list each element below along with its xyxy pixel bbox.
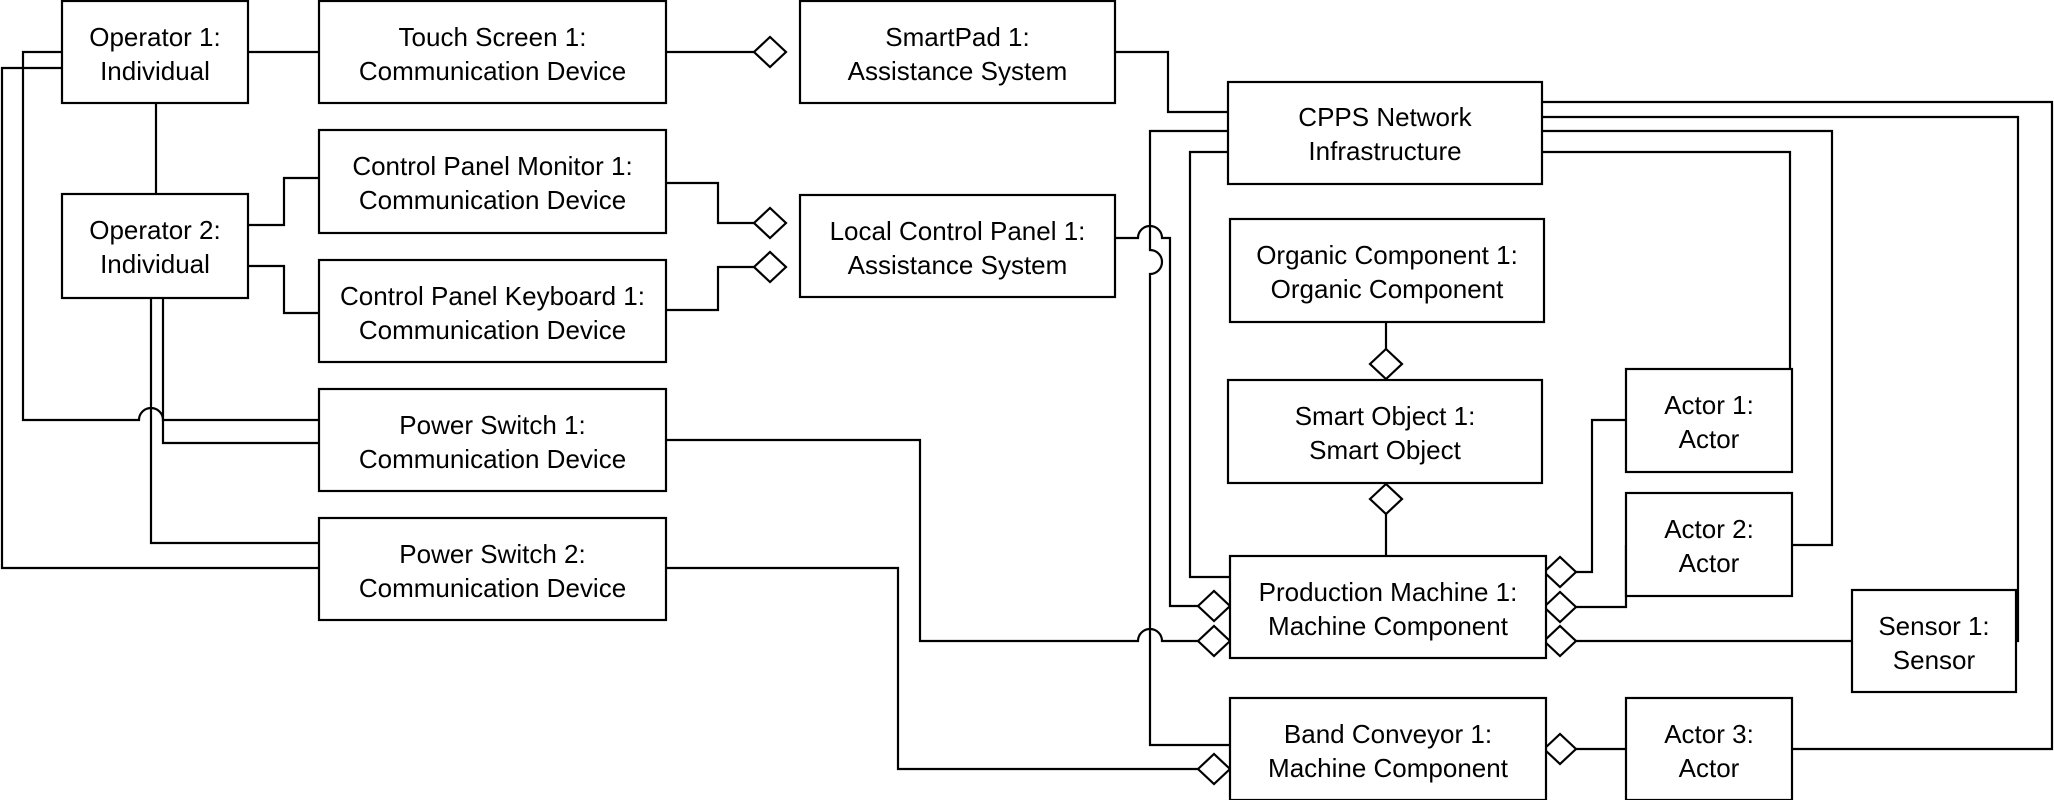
node-actor2-line1: Actor 2: (1664, 514, 1754, 544)
node-actor3-line1: Actor 3: (1664, 719, 1754, 749)
node-smartobj1: Smart Object 1: Smart Object (1226, 378, 1544, 485)
node-organic1: Organic Component 1: Organic Component (1228, 217, 1546, 324)
node-organic1-line1: Organic Component 1: (1256, 240, 1518, 270)
node-cpmonitor1: Control Panel Monitor 1: Communication D… (317, 128, 668, 235)
link-operator1-powerswitch2 (0, 66, 319, 570)
link-cpps-prodmachine1 (1188, 150, 1230, 579)
diamond-prodmachine1-smartobj1 (1368, 482, 1404, 516)
node-bandconveyor1: Band Conveyor 1: Machine Component (1228, 696, 1548, 800)
node-actor1: Actor 1: Actor (1624, 367, 1794, 474)
link-cpkeyboard1-localcp1 (666, 265, 768, 312)
diamond-localcp1-cpmonitor1 (752, 206, 788, 240)
node-operator2-line1: Operator 2: (89, 215, 221, 245)
link-operator2-cpmonitor1 (248, 176, 319, 227)
diamond-smartobj1-organic1 (1368, 347, 1404, 381)
link-operator2-cpkeyboard1 (248, 264, 319, 315)
node-powerswitch1-line2: Communication Device (359, 444, 626, 474)
link-operator2-powerswitch2 (149, 298, 319, 545)
node-sensor1: Sensor 1: Sensor (1850, 588, 2018, 694)
link-cpps-actor3 (1542, 100, 2054, 751)
node-prodmachine1: Production Machine 1: Machine Component (1228, 554, 1548, 660)
node-cpkeyboard1-line1: Control Panel Keyboard 1: (340, 281, 645, 311)
node-localcp1: Local Control Panel 1: Assistance System (798, 193, 1117, 299)
node-cpmonitor1-line1: Control Panel Monitor 1: (352, 151, 632, 181)
node-cpps: CPPS Network Infrastructure (1226, 80, 1544, 186)
diamond-prodmachine1-localcp1 (1196, 589, 1232, 623)
diamond-bandconveyor1-powerswitch2 (1196, 752, 1232, 786)
link-localcp1-prodmachine1 (1115, 224, 1198, 608)
node-actor3: Actor 3: Actor (1624, 696, 1794, 800)
diamond-localcp1-cpkeyboard1 (752, 250, 788, 284)
link-powerswitch1-prodmachine1 (666, 438, 1198, 643)
node-smartpad1-line2: Assistance System (848, 56, 1068, 86)
node-localcp1-line1: Local Control Panel 1: (830, 216, 1086, 246)
node-sensor1-line1: Sensor 1: (1878, 611, 1989, 641)
link-cpps-bandconveyor1 (1148, 129, 1230, 747)
node-operator1-line2: Individual (100, 56, 210, 86)
node-smartobj1-line2: Smart Object (1309, 435, 1461, 465)
diamond-prodmachine1-actor1 (1542, 555, 1578, 589)
node-sensor1-line2: Sensor (1893, 645, 1976, 675)
node-operator2: Operator 2: Individual (60, 192, 250, 300)
node-touchscreen1-line2: Communication Device (359, 56, 626, 86)
node-bandconveyor1-line1: Band Conveyor 1: (1284, 719, 1492, 749)
node-prodmachine1-line2: Machine Component (1268, 611, 1509, 641)
node-powerswitch2-line1: Power Switch 2: (399, 539, 585, 569)
node-operator1-line1: Operator 1: (89, 22, 221, 52)
node-actor1-line1: Actor 1: (1664, 390, 1754, 420)
node-powerswitch1-line1: Power Switch 1: (399, 410, 585, 440)
node-operator1: Operator 1: Individual (60, 0, 250, 105)
link-powerswitch2-bandconveyor1 (666, 566, 1198, 771)
node-cpkeyboard1: Control Panel Keyboard 1: Communication … (317, 258, 668, 364)
node-actor2: Actor 2: Actor (1624, 491, 1794, 598)
node-organic1-line2: Organic Component (1271, 274, 1504, 304)
diamond-prodmachine1-actor2 (1542, 590, 1578, 624)
node-touchscreen1-line1: Touch Screen 1: (399, 22, 587, 52)
aggregation-diamonds (752, 35, 1578, 786)
node-powerswitch2-line2: Communication Device (359, 573, 626, 603)
node-smartobj1-line1: Smart Object 1: (1295, 401, 1476, 431)
node-actor3-line2: Actor (1679, 753, 1740, 783)
node-actor2-line2: Actor (1679, 548, 1740, 578)
link-operator2-powerswitch1 (161, 298, 319, 445)
node-bandconveyor1-line2: Machine Component (1268, 753, 1509, 783)
node-powerswitch1: Power Switch 1: Communication Device (317, 387, 668, 493)
node-actor1-line2: Actor (1679, 424, 1740, 454)
node-cpmonitor1-line2: Communication Device (359, 185, 626, 215)
connectors (0, 50, 2054, 771)
node-cpps-line2: Infrastructure (1308, 136, 1461, 166)
link-prodmachine1-actor1 (1560, 418, 1626, 574)
node-smartpad1: SmartPad 1: Assistance System (798, 0, 1117, 105)
node-powerswitch2: Power Switch 2: Communication Device (317, 516, 668, 622)
link-smartpad1-cpps (1115, 50, 1228, 114)
link-cpps-actor2 (1542, 129, 1834, 547)
node-touchscreen1: Touch Screen 1: Communication Device (317, 0, 668, 105)
diamond-smartpad1-touchscreen1 (752, 35, 788, 69)
diamond-prodmachine1-sensor1 (1542, 624, 1578, 658)
diamond-bandconveyor1-actor3 (1542, 732, 1578, 766)
node-localcp1-line2: Assistance System (848, 250, 1068, 280)
node-cpps-line1: CPPS Network (1298, 102, 1472, 132)
diamond-prodmachine1-powerswitch1 (1196, 624, 1232, 658)
link-cpmonitor1-localcp1 (666, 181, 768, 225)
node-operator2-line2: Individual (100, 249, 210, 279)
node-cpkeyboard1-line2: Communication Device (359, 315, 626, 345)
node-prodmachine1-line1: Production Machine 1: (1259, 577, 1518, 607)
node-smartpad1-line1: SmartPad 1: (885, 22, 1030, 52)
